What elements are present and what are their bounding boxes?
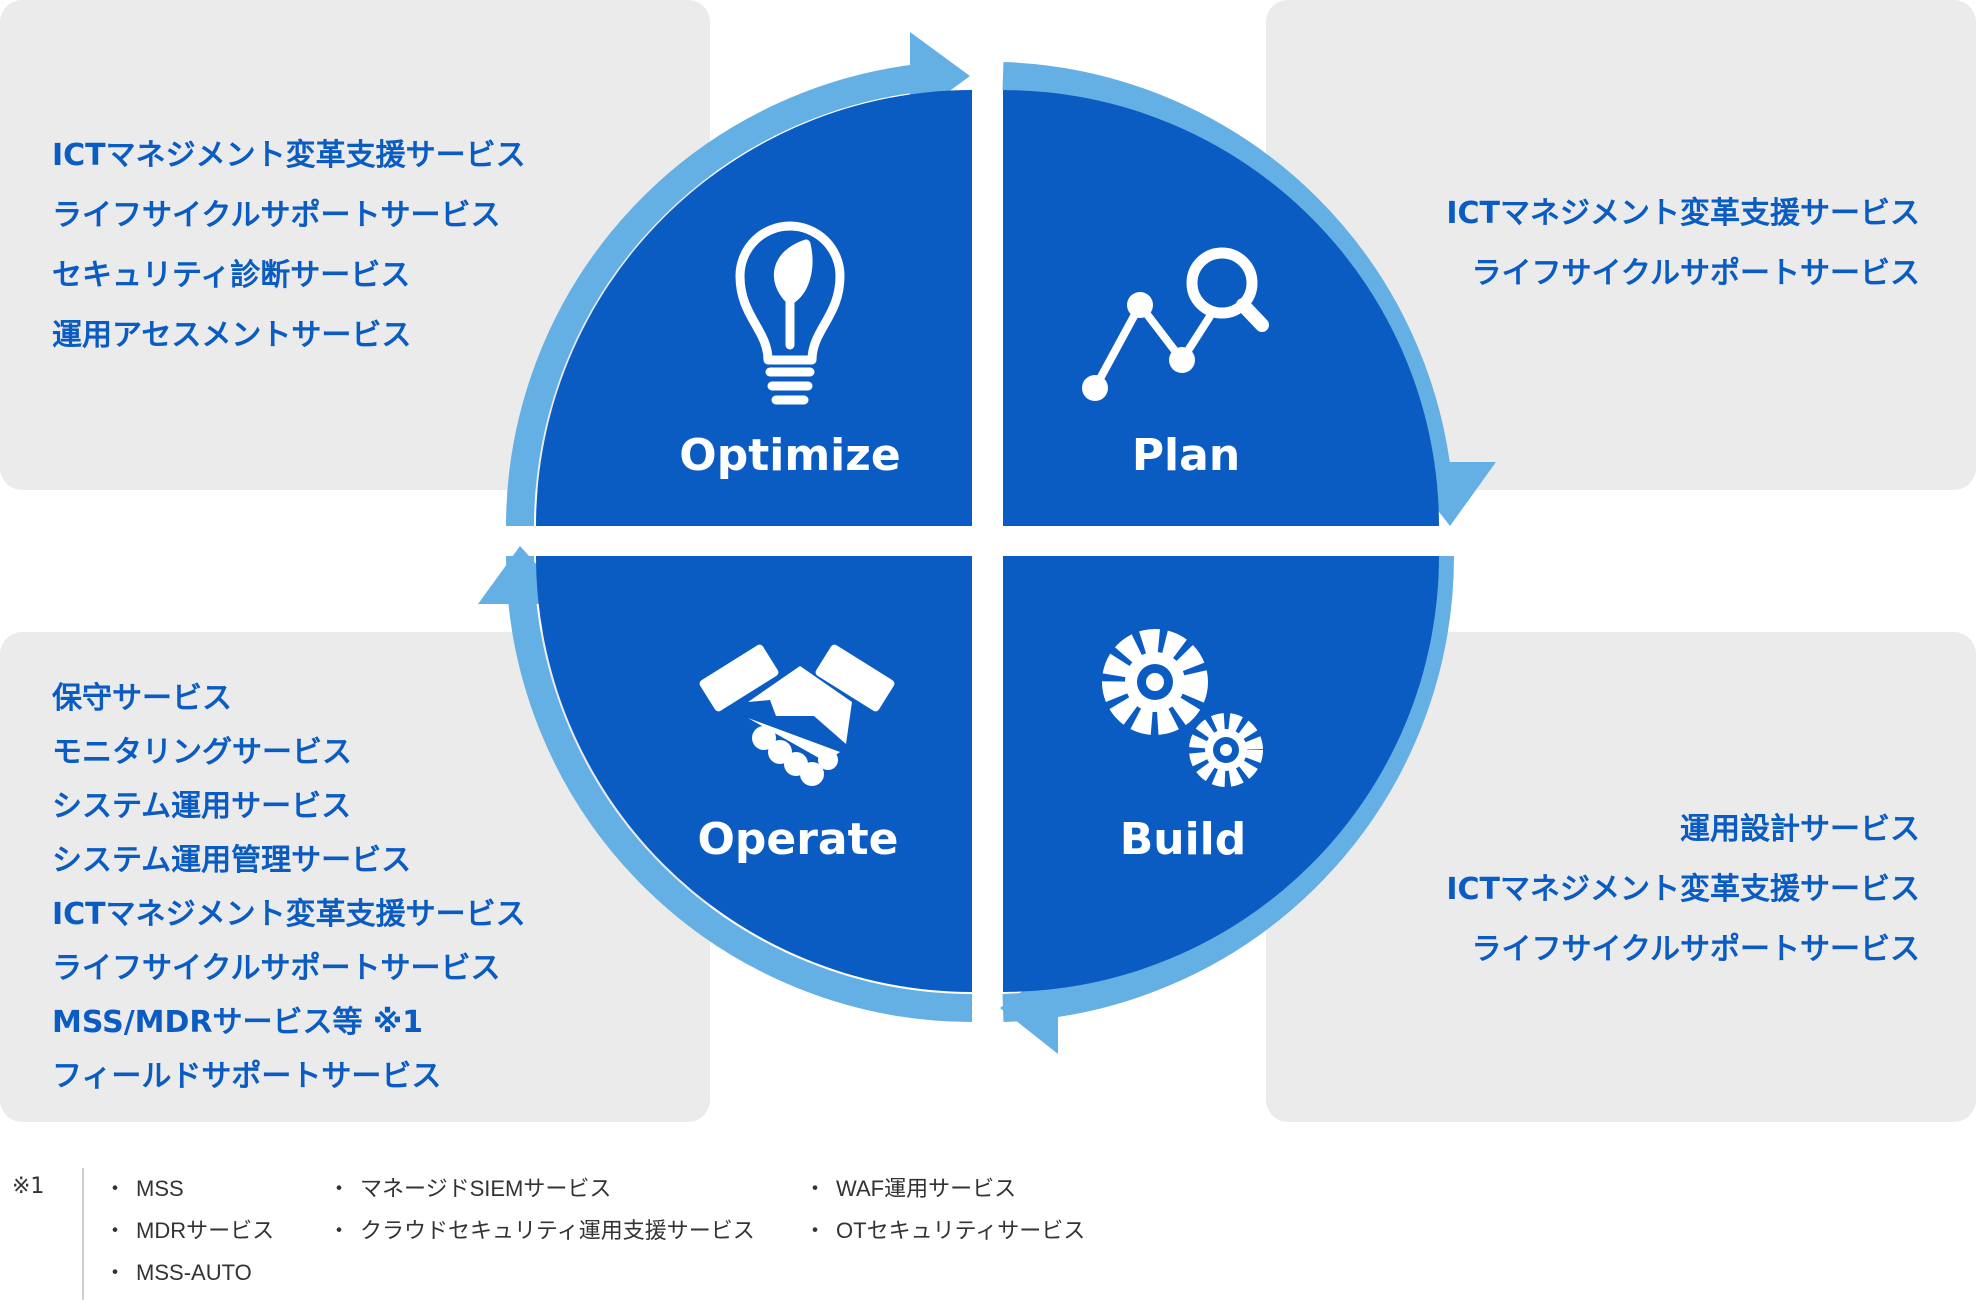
plan-services-list: ICTマネジメント変革支援サービス ライフサイクルサポートサービス [1446, 184, 1920, 304]
list-item: WAF運用サービス [804, 1168, 1085, 1210]
list-item: フィールドサポートサービス [52, 1059, 442, 1094]
list-item: モニタリングサービス [52, 735, 352, 770]
list-item: マネージドSIEMサービス [328, 1168, 755, 1210]
chart-magnifier-icon [1082, 247, 1269, 401]
footnote-column-2: マネージドSIEMサービス クラウドセキュリティ運用支援サービス [328, 1168, 755, 1252]
operate-label: Operate [697, 814, 898, 865]
list-item: MSS/MDRサービス等 ※1 [52, 1005, 424, 1040]
build-label: Build [1120, 814, 1247, 865]
optimize-label: Optimize [679, 430, 900, 481]
build-services-list: 運用設計サービス ICTマネジメント変革支援サービス ライフサイクルサポートサー… [1446, 800, 1920, 980]
ring-arc-top-left [506, 62, 942, 527]
list-item: ICTマネジメント変革支援サービス [52, 897, 526, 932]
list-item: 運用アセスメントサービス [52, 318, 412, 353]
footnote-column-1: MSS MDRサービス MSS-AUTO [104, 1168, 274, 1294]
list-item: セキュリティ診断サービス [52, 258, 411, 293]
panel-optimize-services: ICTマネジメント変革支援サービス ライフサイクルサポートサービス セキュリティ… [0, 0, 710, 490]
list-item: ライフサイクルサポートサービス [1471, 256, 1921, 291]
operate-services-list: 保守サービス モニタリングサービス システム運用サービス システム運用管理サービ… [52, 672, 526, 1104]
ring-arc-bottom-right [1002, 555, 1454, 1022]
footnote-column-3: WAF運用サービス OTセキュリティサービス [804, 1168, 1085, 1252]
list-item: MDRサービス [104, 1210, 274, 1252]
gears-icon [1102, 629, 1263, 787]
list-item: MSS [104, 1168, 274, 1210]
list-item: 運用設計サービス [1680, 812, 1920, 847]
lightbulb-leaf-icon [735, 221, 845, 405]
list-item: ICTマネジメント変革支援サービス [1446, 196, 1920, 231]
footnote-divider [82, 1168, 84, 1300]
list-item: システム運用管理サービス [52, 843, 412, 878]
list-item: システム運用サービス [52, 789, 352, 824]
ring-arc-bottom-left [506, 555, 973, 1022]
quadrant-optimize [536, 90, 972, 526]
list-item: MSS-AUTO [104, 1252, 274, 1294]
list-item: ライフサイクルサポートサービス [52, 951, 501, 986]
plan-label: Plan [1132, 430, 1240, 481]
handshake-icon [699, 644, 895, 786]
list-item: ライフサイクルサポートサービス [52, 198, 501, 233]
quadrant-operate [536, 556, 972, 992]
optimize-services-list: ICTマネジメント変革支援サービス ライフサイクルサポートサービス セキュリティ… [52, 126, 526, 366]
list-item: OTセキュリティサービス [804, 1210, 1085, 1252]
list-item: 保守サービス [52, 681, 232, 716]
footnote-mark: ※1 [12, 1174, 45, 1199]
ring-arc-top-right [1002, 62, 1454, 511]
list-item: ライフサイクルサポートサービス [1471, 932, 1921, 967]
list-item: ICTマネジメント変革支援サービス [1446, 872, 1920, 907]
list-item: クラウドセキュリティ運用支援サービス [328, 1210, 755, 1252]
list-item: ICTマネジメント変革支援サービス [52, 138, 526, 173]
